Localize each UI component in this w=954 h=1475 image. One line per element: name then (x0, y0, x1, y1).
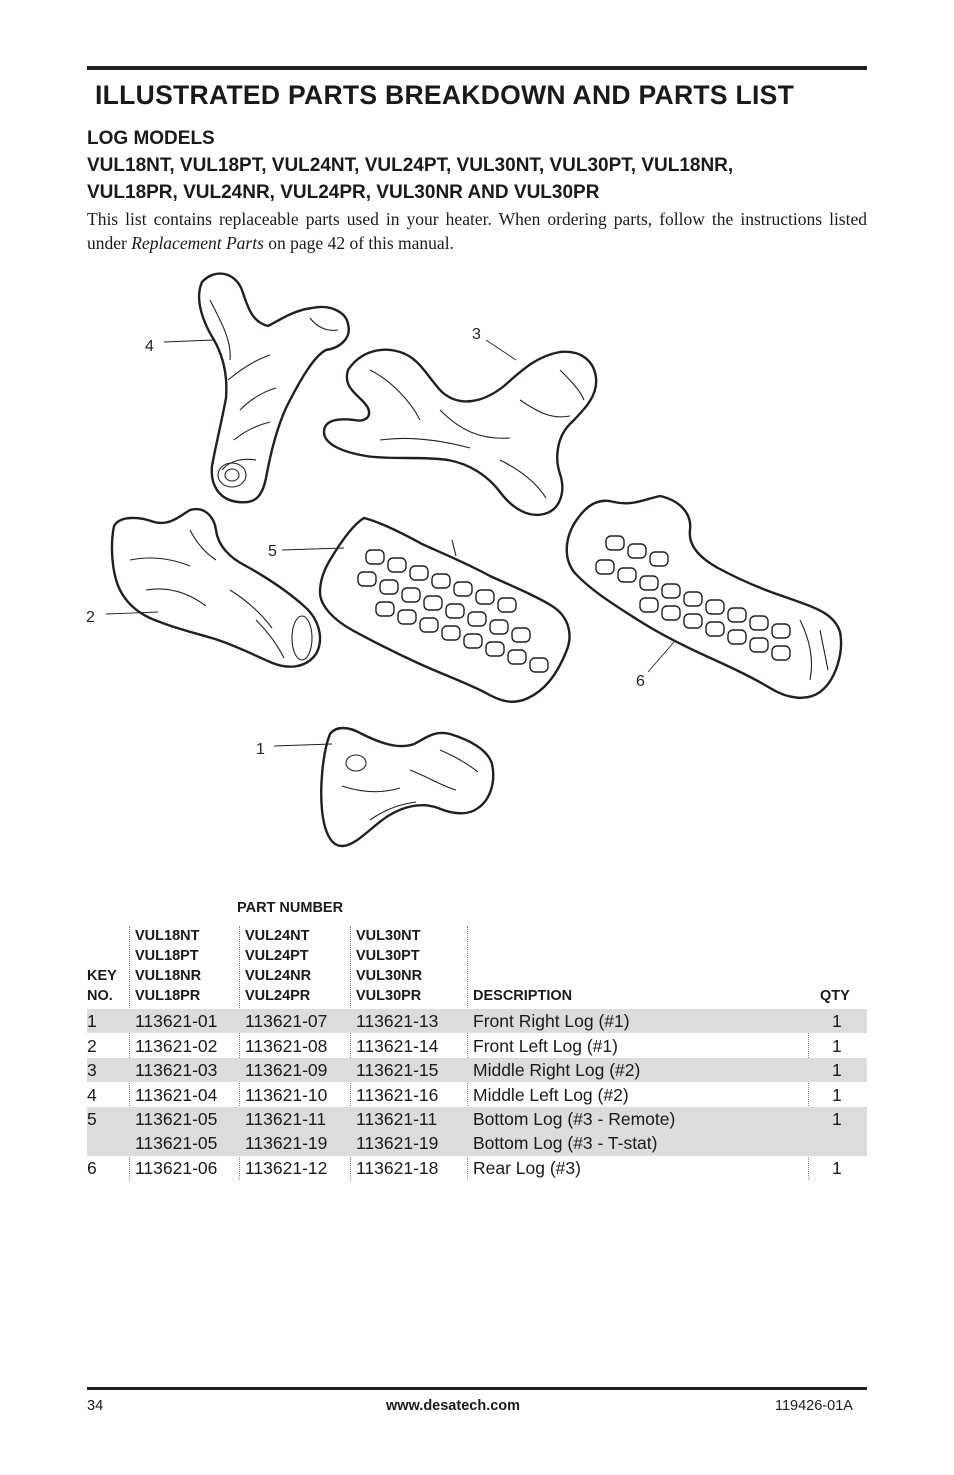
table-row: 5 113621-05 113621-11 113621-11 Bottom L… (87, 1107, 867, 1156)
header-qty: QTY (820, 988, 850, 1004)
callout-leaders (105, 339, 675, 747)
table-row: 6 113621-06 113621-12 113621-18 Rear Log… (87, 1156, 867, 1180)
footer-url[interactable]: www.desatech.com (386, 1398, 521, 1414)
part-number-label: PART NUMBER (237, 900, 344, 916)
callout-6: 6 (636, 673, 645, 690)
part-18-cell: 113621-06 (135, 1158, 218, 1178)
part-30-cell: 113621-19 (356, 1133, 439, 1153)
intro-text-after: on page 42 of this manual. (263, 233, 454, 253)
column-divider (239, 926, 240, 1180)
footer-rule (87, 1387, 867, 1390)
header-description: DESCRIPTION (473, 988, 573, 1004)
part-30-cell: 113621-18 (356, 1158, 439, 1178)
table-row: 1 113621-01 113621-07 113621-13 Front Ri… (87, 1009, 867, 1033)
log-5-drawing (318, 516, 571, 703)
part-24-cell: 113621-09 (245, 1060, 328, 1080)
description-cell: Middle Right Log (#2) (473, 1060, 641, 1080)
subtitle-line-3: VUL18PR, VUL24NR, VUL24PR, VUL30NR AND V… (87, 182, 600, 203)
part-30-cell: 113621-15 (356, 1060, 439, 1080)
qty-cell: 1 (832, 1011, 842, 1031)
table-row: 2 113621-02 113621-08 113621-14 Front Le… (87, 1034, 867, 1058)
column-divider (808, 1009, 809, 1180)
part-24-cell: 113621-08 (245, 1036, 328, 1056)
intro-paragraph: This list contains replaceable parts use… (87, 207, 867, 255)
qty-cell: 1 (832, 1060, 842, 1080)
part-30-cell: 113621-13 (356, 1011, 439, 1031)
column-divider (467, 926, 468, 1180)
callout-1: 1 (256, 741, 265, 758)
description-cell: Middle Left Log (#2) (473, 1085, 629, 1105)
qty-cell: 1 (832, 1036, 842, 1056)
log-4-drawing (197, 272, 350, 504)
table-row: 3 113621-03 113621-09 113621-15 Middle R… (87, 1058, 867, 1082)
part-24-cell: 113621-07 (245, 1011, 328, 1031)
subtitle-line-2: VUL18NT, VUL18PT, VUL24NT, VUL24PT, VUL3… (87, 155, 734, 176)
part-24-cell: 113621-11 (245, 1109, 327, 1129)
description-cell: Front Right Log (#1) (473, 1011, 630, 1031)
intro-text-before: This list contains replaceable parts use… (87, 209, 867, 253)
header-vul30: VUL30NT VUL30PT VUL30NR VUL30PR (356, 928, 423, 1004)
callout-2: 2 (86, 609, 95, 626)
callout-3: 3 (472, 326, 481, 343)
part-30-cell: 113621-16 (356, 1085, 439, 1105)
part-18-cell: 113621-01 (135, 1011, 218, 1031)
callout-4: 4 (145, 338, 154, 355)
log-2-drawing (110, 507, 322, 668)
header-vul18: VUL18NT VUL18PT VUL18NR VUL18PR (135, 928, 202, 1004)
key-cell: 4 (87, 1085, 97, 1105)
part-24-cell: 113621-10 (245, 1085, 328, 1105)
column-divider (129, 926, 130, 1180)
log-6-drawing (565, 494, 843, 699)
doc-number: 119426-01A (775, 1398, 853, 1414)
part-18-cell: 113621-05 (135, 1109, 218, 1129)
qty-cell: 1 (832, 1085, 842, 1105)
part-30-cell: 113621-11 (356, 1109, 438, 1129)
part-18-cell: 113621-04 (135, 1085, 218, 1105)
description-cell: Rear Log (#3) (473, 1158, 581, 1178)
key-cell: 5 (87, 1109, 97, 1129)
description-cell: Bottom Log (#3 - Remote) (473, 1109, 676, 1129)
key-cell: 3 (87, 1060, 97, 1080)
model-subtitle: LOG MODELS VUL18NT, VUL18PT, VUL24NT, VU… (87, 125, 877, 206)
part-18-cell: 113621-02 (135, 1036, 218, 1056)
log-set-illustration: 4 3 5 2 6 1 (86, 272, 843, 848)
key-cell: 2 (87, 1036, 97, 1056)
log-3-drawing (322, 348, 598, 517)
key-cell: 6 (87, 1158, 97, 1178)
qty-cell: 1 (832, 1158, 842, 1178)
callout-5: 5 (268, 543, 277, 560)
log-1-drawing (320, 726, 495, 848)
description-cell: Bottom Log (#3 - T-stat) (473, 1133, 658, 1153)
subtitle-line-1: LOG MODELS (87, 128, 215, 149)
part-18-cell: 113621-03 (135, 1060, 218, 1080)
table-row: 4 113621-04 113621-10 113621-16 Middle L… (87, 1083, 867, 1107)
header-vul24: VUL24NT VUL24PT VUL24NR VUL24PR (245, 928, 312, 1004)
key-cell: 1 (87, 1011, 97, 1031)
qty-cell: 1 (832, 1109, 842, 1129)
part-24-cell: 113621-12 (245, 1158, 328, 1178)
description-cell: Front Left Log (#1) (473, 1036, 618, 1056)
column-divider (350, 926, 351, 1180)
top-rule (87, 66, 867, 70)
part-24-cell: 113621-19 (245, 1133, 328, 1153)
part-18-cell: 113621-05 (135, 1133, 218, 1153)
part-30-cell: 113621-14 (356, 1036, 439, 1056)
page-title: ILLUSTRATED PARTS BREAKDOWN AND PARTS LI… (95, 80, 795, 110)
header-key-no: KEY NO. (87, 968, 117, 1004)
intro-italic: Replacement Parts (131, 233, 264, 253)
page-number: 34 (87, 1398, 104, 1414)
